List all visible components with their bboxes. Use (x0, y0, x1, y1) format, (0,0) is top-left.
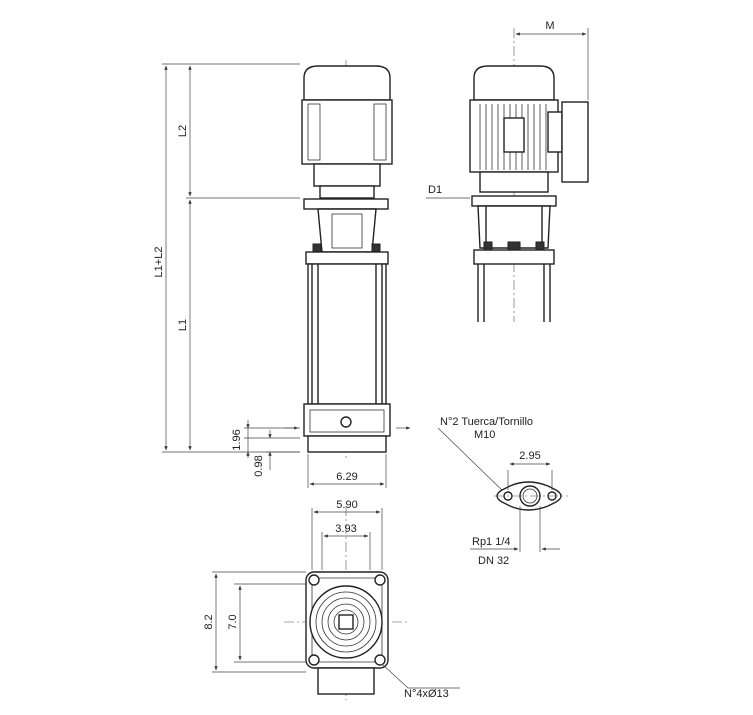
label-l1: L1 (177, 319, 189, 331)
label-nut-m10: M10 (474, 429, 495, 441)
label-holes: N°4xØ13 (404, 688, 449, 700)
side-view: D1 M (426, 20, 589, 322)
label-nut: N°2 Tuerca/Tornillo (440, 416, 533, 428)
label-295: 2.95 (519, 450, 540, 462)
label-629: 6.29 (336, 471, 357, 483)
label-196: 1.96 (231, 429, 243, 450)
label-dn: DN 32 (478, 555, 509, 567)
label-82: 8.2 (203, 614, 215, 629)
height-dimensions: L1+L2 L2 L1 1.96 0.98 (153, 63, 300, 477)
label-d1: D1 (428, 184, 442, 196)
label-rp: Rp1 1/4 (472, 536, 511, 548)
label-l2: L2 (177, 125, 189, 137)
front-view (284, 60, 411, 458)
width-dimension-629: 6.29 (307, 454, 387, 488)
label-393: 3.93 (335, 523, 356, 535)
label-70: 7.0 (227, 614, 239, 629)
label-098: 0.98 (253, 455, 265, 476)
label-590: 5.90 (336, 499, 357, 511)
label-l1l2: L1+L2 (153, 247, 165, 278)
label-m: M (545, 20, 554, 32)
flange-detail: N°2 Tuerca/Tornillo M10 2.95 Rp1 1/4 DN … (437, 416, 568, 567)
top-view: 5.90 3.93 8.2 7.0 N°4xØ13 (203, 499, 460, 700)
